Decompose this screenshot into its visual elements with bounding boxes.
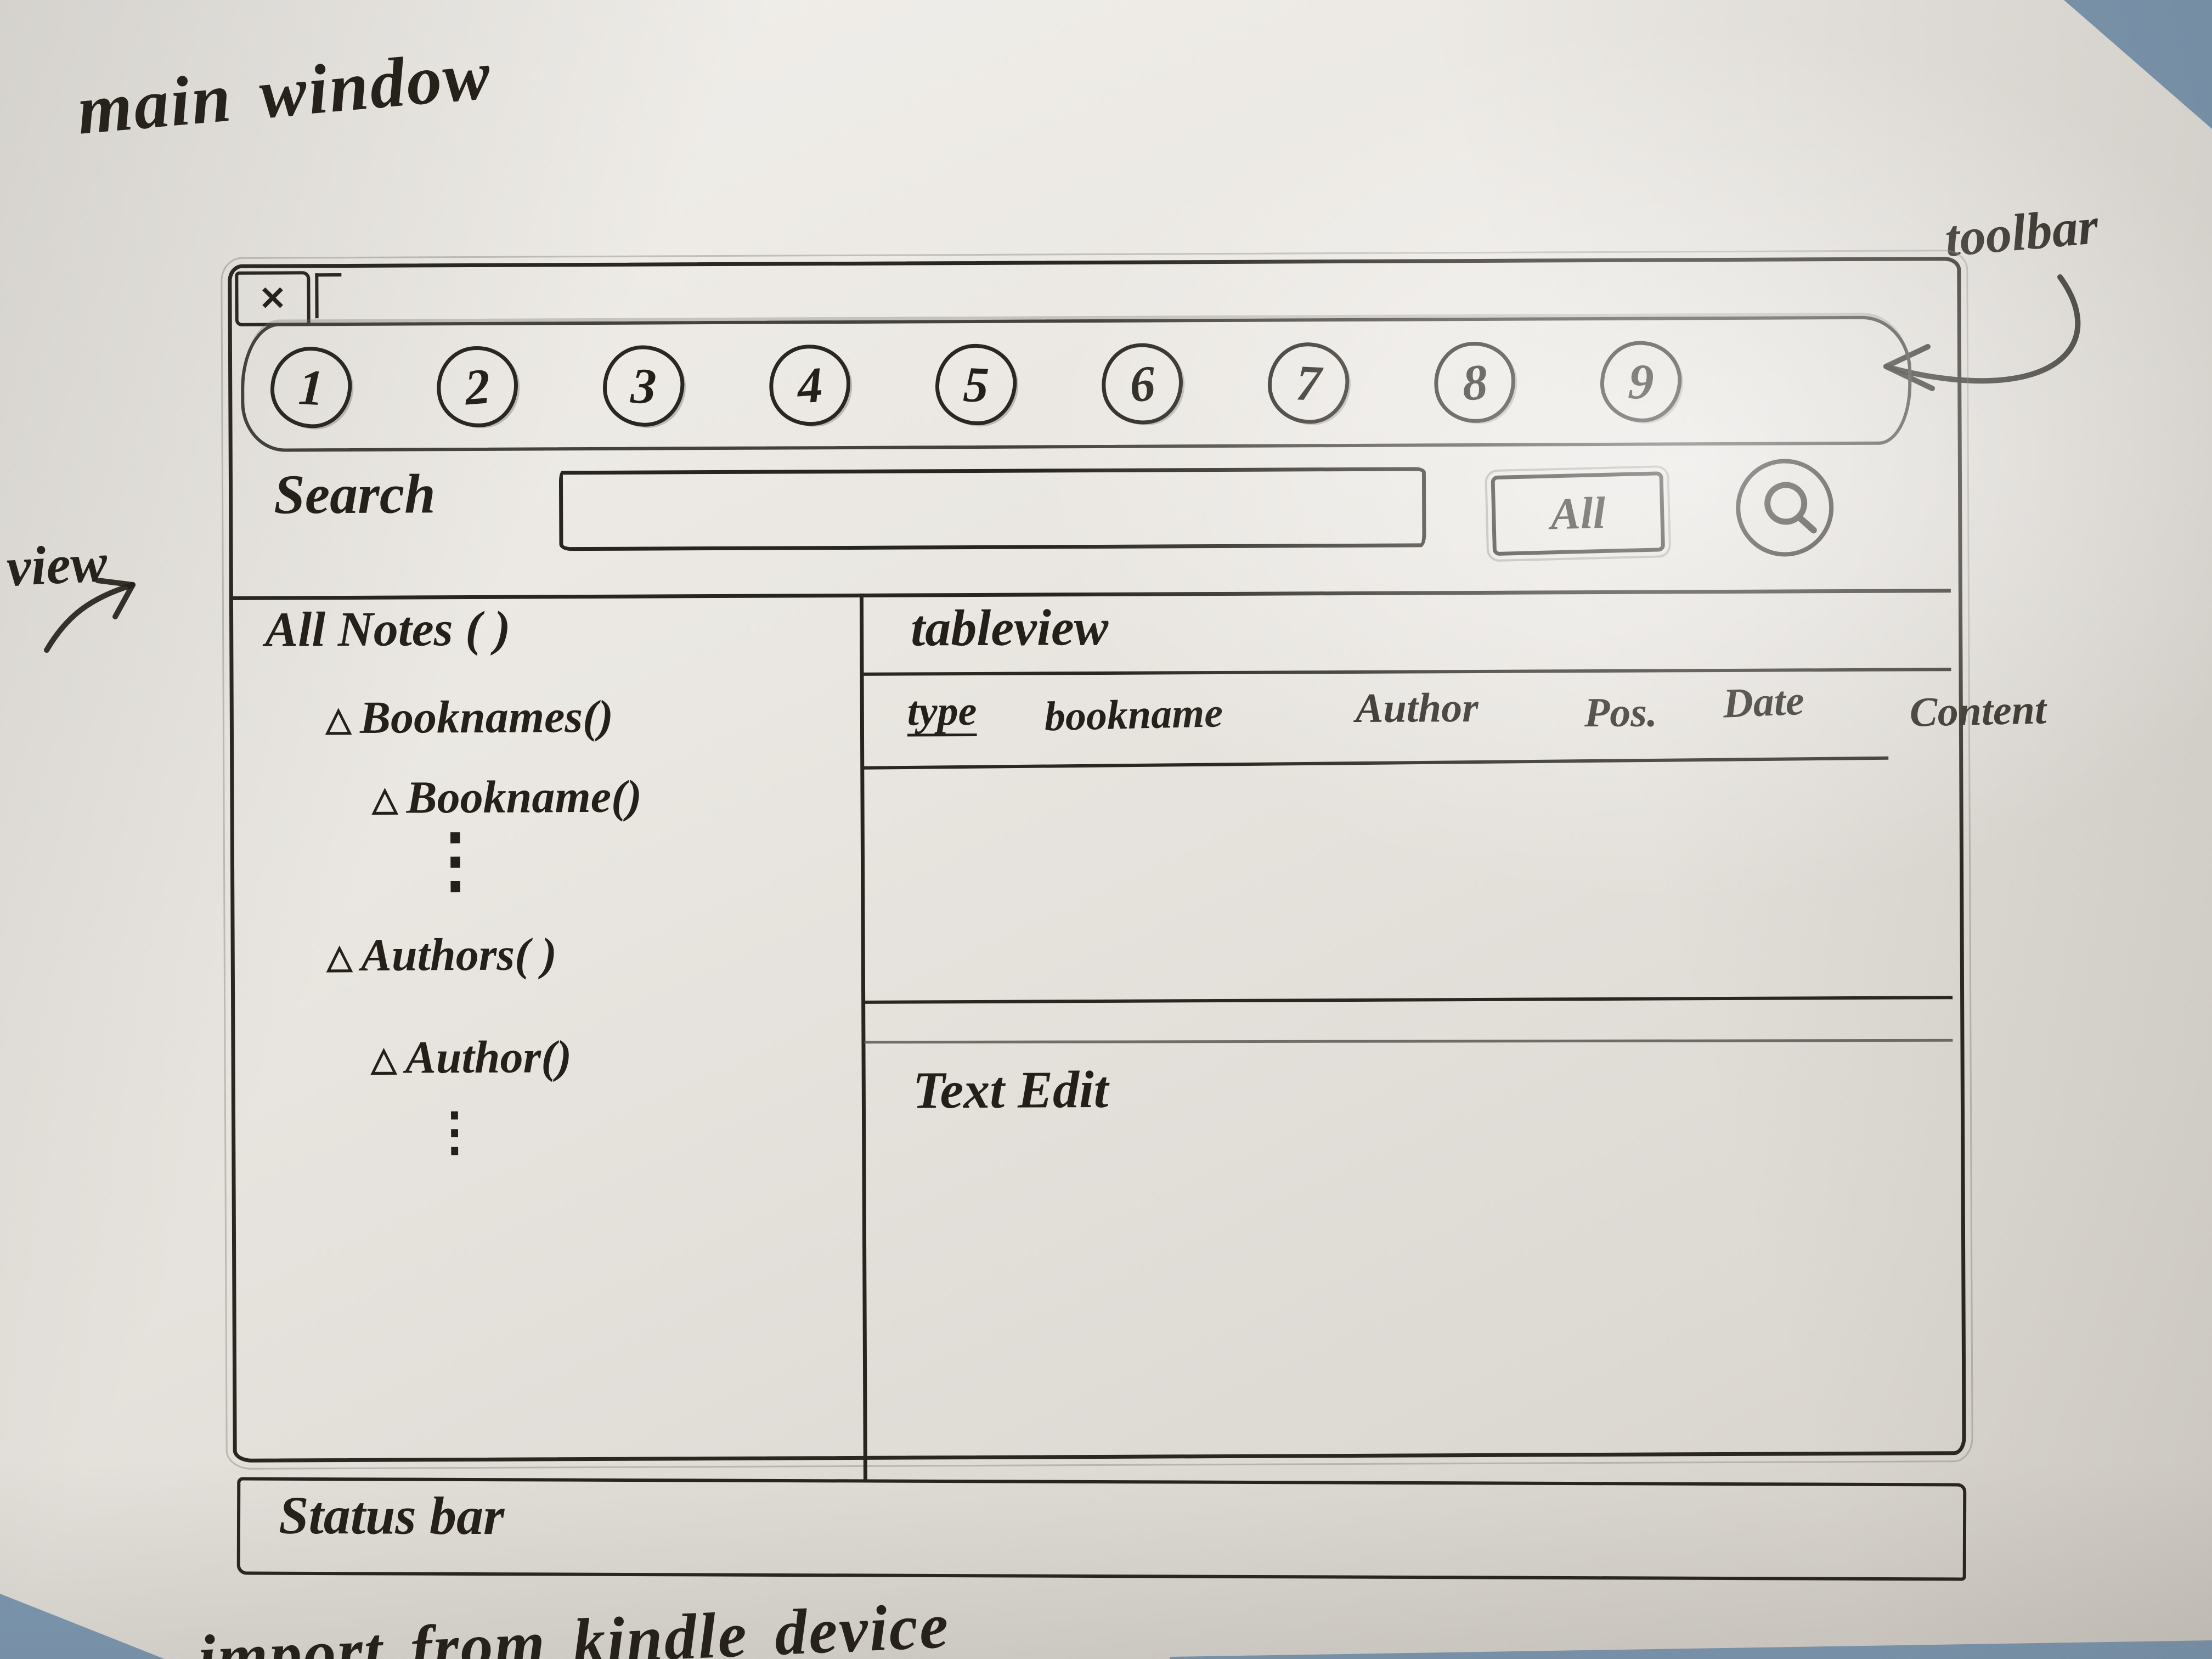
tree-item-all-notes[interactable]: All Notes ( ) [265,601,511,658]
tree-item-label: All Notes ( ) [264,601,511,657]
tree-item-label: Authors( ) [360,929,557,981]
toolbar-button-6[interactable]: 6 [1098,340,1186,427]
tree-ellipsis: ⋮ [419,821,492,901]
toolbar-button-7[interactable]: 7 [1266,340,1351,426]
tree-ellipsis: ⋮ [428,1102,481,1161]
triangle-bullet-icon: △ [325,701,352,738]
triangle-bullet-icon: △ [326,938,353,975]
tree-item-label: Bookname() [406,771,642,823]
toolbar-button-3[interactable]: 3 [601,343,686,428]
pane-divider[interactable] [859,593,867,1480]
toolbar: 1 2 3 4 5 6 7 8 9 [240,315,1912,452]
triangle-bullet-icon: △ [371,1041,397,1077]
search-input[interactable] [558,467,1426,551]
main-window-frame: ✕ 1 2 3 4 5 6 7 8 9 Search All All Notes… [221,250,2047,1480]
window-close-button[interactable]: ✕ [235,271,311,326]
tree-item-label: Author() [405,1031,572,1084]
column-header-date[interactable]: Date [1722,677,1805,727]
toolbar-button-5[interactable]: 5 [933,341,1019,427]
toolbar-button-4[interactable]: 4 [766,341,854,429]
status-bar: Status bar [236,1477,1967,1581]
toolbar-button-2[interactable]: 2 [433,343,521,430]
column-header-type[interactable]: type [907,687,977,735]
tableview-title-divider [862,668,1951,676]
tree-item-authors[interactable]: △ Authors( ) [327,928,557,982]
tree-item-booknames[interactable]: △ Booknames() [326,690,614,744]
triangle-bullet-icon: △ [372,781,398,817]
tree-item-label: Booknames() [359,691,614,743]
text-edit-area[interactable] [866,1042,1953,1451]
search-button[interactable] [1735,459,1834,557]
tree-item-bookname[interactable]: △ Bookname() [372,770,642,825]
toolbar-button-8[interactable]: 8 [1431,338,1519,426]
column-header-author[interactable]: Author [1355,684,1479,731]
annotation-view: view [5,532,109,598]
tree-item-author[interactable]: △ Author() [371,1030,572,1085]
toolbar-button-9[interactable]: 9 [1598,338,1684,424]
status-bar-label: Status bar [278,1486,505,1547]
column-header-pos[interactable]: Pos. [1584,689,1658,736]
toolbar-button-1[interactable]: 1 [268,345,354,430]
tableview-title: tableview [910,599,1109,657]
column-header-bookname[interactable]: bookname [1043,690,1223,740]
search-label: Search [273,463,436,526]
magnifier-handle-icon [1794,512,1819,535]
column-header-content[interactable]: Content [1909,686,2047,736]
titlebar-tick [315,273,342,319]
tableview-area[interactable] [865,765,1951,998]
search-scope-all-button[interactable]: All [1485,465,1672,562]
